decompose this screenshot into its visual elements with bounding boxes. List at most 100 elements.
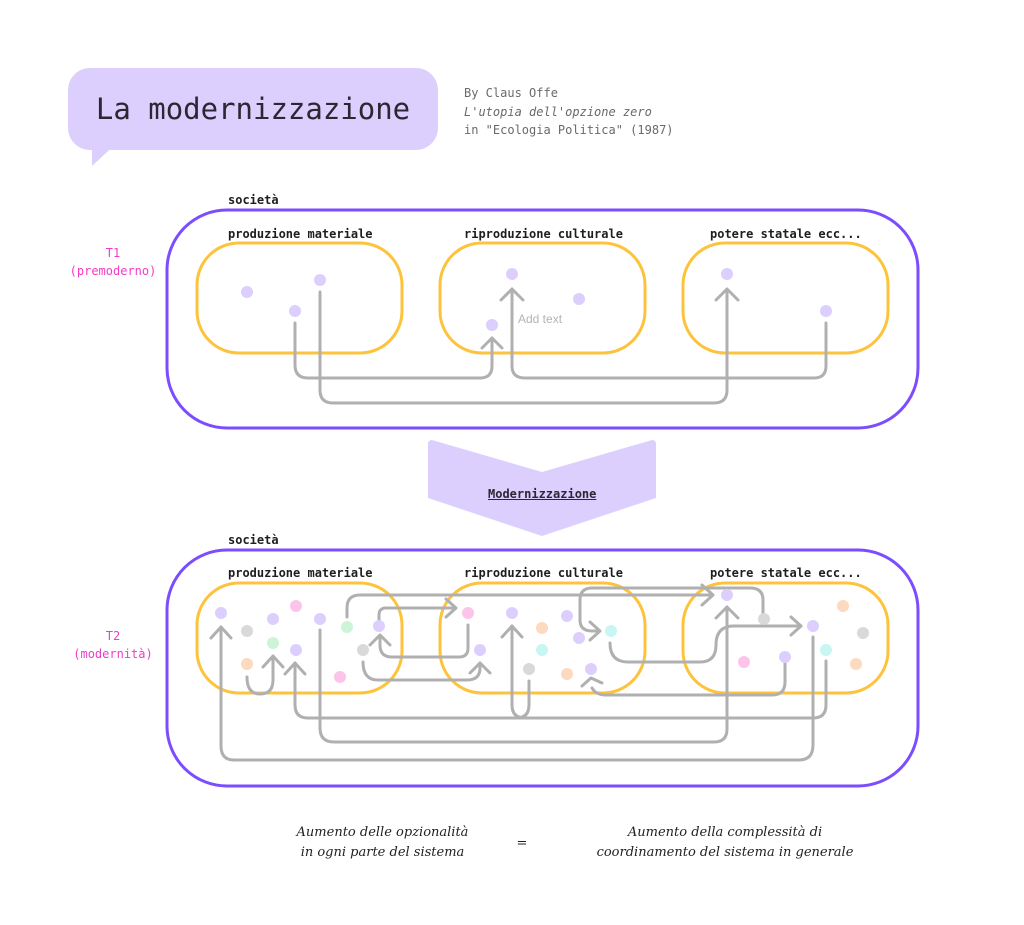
title-bubble bbox=[68, 68, 438, 150]
t2-arrow-head bbox=[261, 654, 285, 669]
page-title: La modernizzazione bbox=[95, 92, 411, 126]
t2-dot bbox=[462, 607, 474, 619]
t2-arrow bbox=[510, 624, 802, 720]
t1-dot bbox=[289, 305, 301, 317]
t2-dot bbox=[850, 658, 862, 670]
t1-society-box bbox=[165, 208, 920, 430]
t2-dot bbox=[820, 644, 832, 656]
t1-subsystem-label-riproduzione: riproduzione culturale bbox=[464, 227, 623, 241]
placeholder-add-text[interactable]: Add text bbox=[518, 312, 563, 326]
t2-arrow-head bbox=[209, 625, 233, 640]
t2-dot bbox=[290, 600, 302, 612]
credit-source: in "Ecologia Politica" (1987) bbox=[464, 123, 674, 137]
t1-dot bbox=[820, 305, 832, 317]
t2-dot bbox=[215, 607, 227, 619]
t2-arrow-head bbox=[368, 633, 392, 647]
t2-dot bbox=[536, 622, 548, 634]
t1-dot bbox=[721, 268, 733, 280]
t2-arrow-head bbox=[789, 615, 803, 637]
t2-time-label: T2 bbox=[105, 629, 121, 643]
t2-arrow bbox=[378, 623, 470, 659]
title-bubble-tail bbox=[92, 140, 120, 166]
t2-subsystem-label-riproduzione: riproduzione culturale bbox=[464, 566, 623, 580]
t1-society-label: società bbox=[228, 193, 279, 207]
t2-arrow bbox=[318, 605, 729, 744]
t1-arrow-1 bbox=[293, 321, 494, 380]
t1-subsystem-riproduzione bbox=[438, 241, 647, 355]
t2-dot bbox=[536, 644, 548, 656]
conclusion-left-line1: Aumento delle opzionalità bbox=[296, 825, 469, 840]
t1-dot bbox=[573, 293, 585, 305]
t2-arrow bbox=[361, 660, 482, 682]
conclusion-right-line2: coordinamento del sistema in generale bbox=[596, 845, 854, 860]
t2-dot bbox=[561, 668, 573, 680]
t2-dot bbox=[573, 632, 585, 644]
conclusion-right: Aumento della complessità di coordinamen… bbox=[565, 823, 885, 863]
conclusion-left: Aumento delle opzionalità in ogni parte … bbox=[270, 823, 495, 863]
t2-subsystem-riproduzione bbox=[438, 581, 647, 695]
t2-dot bbox=[807, 620, 819, 632]
credit-author: By Claus Offe bbox=[464, 86, 558, 100]
t2-subsystem-produzione bbox=[195, 581, 404, 695]
credit-work: L'utopia dell'opzione zero bbox=[464, 105, 652, 119]
t1-dot bbox=[506, 268, 518, 280]
t1-dot bbox=[314, 274, 326, 286]
t2-dot bbox=[523, 663, 535, 675]
t2-dot bbox=[373, 620, 385, 632]
t2-arrow bbox=[245, 655, 275, 696]
t2-arrow-head bbox=[468, 661, 492, 675]
t2-dot bbox=[314, 613, 326, 625]
t2-dot bbox=[241, 625, 253, 637]
t2-subsystem-potere bbox=[681, 581, 890, 695]
t1-dot bbox=[486, 319, 498, 331]
t2-society-box bbox=[165, 548, 920, 788]
conclusion-equals: = bbox=[516, 836, 528, 851]
t2-arrow-head bbox=[500, 624, 524, 639]
t1-subsystem-produzione bbox=[195, 241, 404, 355]
t2-arrow-head bbox=[588, 620, 602, 642]
t2-subsystem-label-potere: potere statale ecc... bbox=[710, 566, 862, 580]
t2-dot bbox=[605, 625, 617, 637]
t2-dot bbox=[334, 671, 346, 683]
t2-arrow-head bbox=[580, 676, 604, 688]
t2-arrow bbox=[514, 679, 531, 720]
t2-dot bbox=[357, 644, 369, 656]
t1-time-label: T1 bbox=[105, 246, 121, 260]
t2-dot bbox=[738, 656, 750, 668]
t2-subsystem-label-produzione: produzione materiale bbox=[228, 566, 373, 580]
t2-arrow bbox=[608, 624, 803, 664]
modernization-label: Modernizzazione bbox=[488, 487, 597, 501]
t2-arrow-head bbox=[283, 661, 307, 676]
t2-arrow bbox=[590, 655, 787, 697]
t2-dot bbox=[267, 613, 279, 625]
t2-arrow bbox=[578, 586, 765, 633]
t2-arrow-head bbox=[444, 597, 458, 619]
t1-arrow-3-head bbox=[499, 287, 525, 302]
t1-arrow-2 bbox=[318, 288, 729, 405]
t2-dot bbox=[779, 651, 791, 663]
t1-arrow-3 bbox=[510, 287, 828, 380]
t2-society-label: società bbox=[228, 533, 279, 547]
t2-dot bbox=[290, 644, 302, 656]
t1-period-label: (premoderno) bbox=[69, 264, 157, 278]
t1-dot bbox=[241, 286, 253, 298]
t2-dot bbox=[721, 589, 733, 601]
t2-dot bbox=[561, 610, 573, 622]
t2-dot bbox=[857, 627, 869, 639]
t1-subsystem-label-produzione: produzione materiale bbox=[228, 227, 373, 241]
t1-arrow-2-head bbox=[714, 287, 740, 302]
t2-dot bbox=[241, 658, 253, 670]
t2-arrow-head bbox=[714, 605, 740, 620]
conclusion-right-line1: Aumento della complessità di bbox=[627, 825, 823, 840]
t2-period-label: (modernità) bbox=[73, 647, 153, 661]
modernization-chevron bbox=[428, 440, 656, 536]
t2-dot bbox=[837, 600, 849, 612]
t2-dot bbox=[506, 607, 518, 619]
t1-subsystem-potere bbox=[681, 241, 890, 355]
t2-dot bbox=[474, 644, 486, 656]
t2-arrow bbox=[377, 606, 457, 624]
t2-arrow bbox=[219, 625, 815, 762]
t2-arrow bbox=[345, 593, 714, 619]
t2-dot bbox=[341, 621, 353, 633]
